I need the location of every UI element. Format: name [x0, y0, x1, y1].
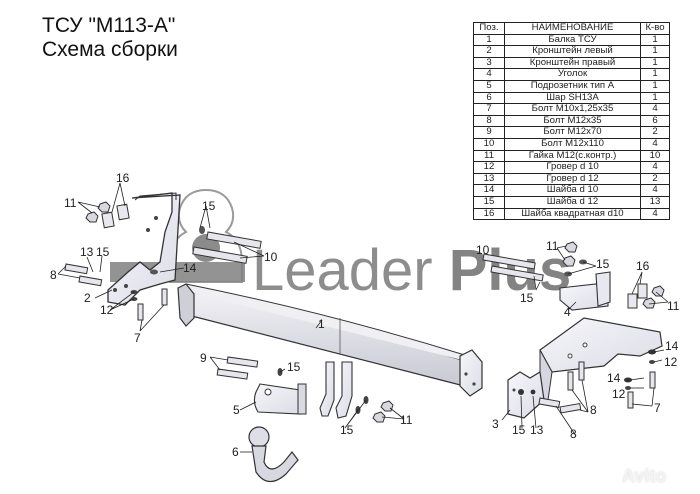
square-washers-right — [627, 283, 648, 309]
callout-12-right-top: 12 — [664, 355, 678, 369]
callout-13-right: 13 — [530, 423, 544, 437]
row-qty: 2 — [640, 172, 670, 186]
callout-15-left-mid: 15 — [96, 245, 110, 259]
angle-bracket-part-4 — [559, 271, 611, 311]
avito-watermark: Avito — [622, 466, 667, 486]
callout-2: 2 — [84, 291, 91, 305]
callout-15-right-top: 15 — [596, 257, 610, 271]
right-bracket-part-3 — [507, 317, 663, 419]
callout-11-left: 11 — [64, 196, 77, 210]
bolts-10-right — [482, 253, 544, 282]
callout-4: 4 — [564, 305, 571, 319]
callout-14-right-top: 14 — [665, 339, 679, 353]
callout-labels: 16 11 15 10 13 15 14 8 2 12 7 1 9 15 5 6… — [50, 171, 680, 459]
row-name: Болт М12х70 — [504, 126, 641, 139]
callout-15-socket: 15 — [287, 360, 301, 374]
callout-12-right-mid: 12 — [612, 387, 626, 401]
callout-14-right-mid: 14 — [607, 371, 621, 385]
diagram-title: ТСУ "М113-А" Схема сборки — [42, 14, 178, 62]
bolts-8-left — [64, 263, 103, 287]
socket-bracket-part-5 — [253, 383, 307, 415]
callout-7-left: 7 — [134, 331, 141, 345]
callout-9: 9 — [200, 351, 207, 365]
row-name: Гровер d 10 — [504, 161, 641, 174]
callout-1: 1 — [318, 317, 325, 331]
callout-14-left: 14 — [183, 261, 197, 275]
callout-3: 3 — [492, 417, 499, 431]
nuts-left — [85, 201, 111, 223]
bolts-8-right — [538, 361, 585, 414]
bolts-10-left — [192, 231, 262, 264]
callout-11-right-top: 11 — [546, 239, 559, 253]
row-qty: 1 — [640, 33, 670, 47]
row-qty: 4 — [640, 161, 670, 174]
row-name: Гровер d 12 — [504, 172, 641, 186]
callout-8-left: 8 — [50, 268, 57, 282]
header-name: НАИМЕНОВАНИЕ — [504, 22, 641, 35]
callout-12-left: 12 — [100, 303, 114, 317]
bolts-7-right — [627, 371, 656, 409]
bolts-7-left — [137, 288, 168, 321]
callout-10-left: 10 — [264, 250, 278, 264]
leader-lines — [57, 182, 669, 453]
callout-7-right: 7 — [654, 401, 661, 415]
callout-11-mid: 11 — [400, 413, 413, 427]
tow-ball-part-6 — [248, 426, 299, 483]
title-subtitle: Схема сборки — [42, 38, 178, 61]
callout-10-right: 10 — [476, 243, 490, 257]
ball-mount-plates — [319, 361, 353, 419]
row-qty: 4 — [640, 137, 670, 151]
title-model: ТСУ "М113-А" — [42, 14, 176, 37]
square-washers-left — [101, 203, 130, 229]
callout-11-right: 11 — [667, 299, 680, 313]
row-pos: 10 — [473, 137, 505, 151]
parts-table-header: Поз. НАИМЕНОВАНИЕ К-во — [473, 22, 670, 35]
row-qty: 2 — [640, 126, 670, 139]
callout-5: 5 — [233, 403, 240, 417]
row-qty: 4 — [640, 184, 670, 197]
left-bracket-part-2 — [107, 192, 181, 306]
row-name: Шайба d 12 — [504, 195, 641, 209]
row-qty: 1 — [640, 45, 670, 58]
callout-15-right-bolts: 15 — [520, 291, 534, 305]
callout-13-left: 13 — [80, 245, 94, 259]
nuts-right-top — [562, 241, 587, 277]
row-qty: 4 — [640, 207, 670, 221]
row-name: Шайба квадратная d10 — [504, 207, 641, 221]
callout-6: 6 — [232, 445, 239, 459]
row-pos: 2 — [473, 45, 505, 58]
callout-15-right-bottom: 15 — [512, 423, 526, 437]
header-qty: К-во — [640, 22, 670, 35]
row-pos: 9 — [473, 126, 505, 139]
callout-15-left-top: 15 — [202, 199, 216, 213]
callout-16-left: 16 — [116, 171, 130, 185]
callout-15-mid: 15 — [340, 423, 354, 437]
callout-8-right-bottom: 8 — [570, 427, 577, 441]
callout-16-right: 16 — [636, 259, 650, 273]
row-qty: 10 — [640, 149, 670, 163]
row-pos: 11 — [473, 149, 505, 163]
header-pos: Поз. — [473, 22, 505, 35]
nuts-right — [642, 285, 665, 309]
row-qty: 13 — [640, 195, 670, 209]
bolts-9 — [216, 356, 259, 380]
row-name: Балка ТСУ — [504, 33, 641, 47]
callout-8-right: 8 — [590, 403, 597, 417]
main-beam-part-1 — [177, 283, 483, 397]
